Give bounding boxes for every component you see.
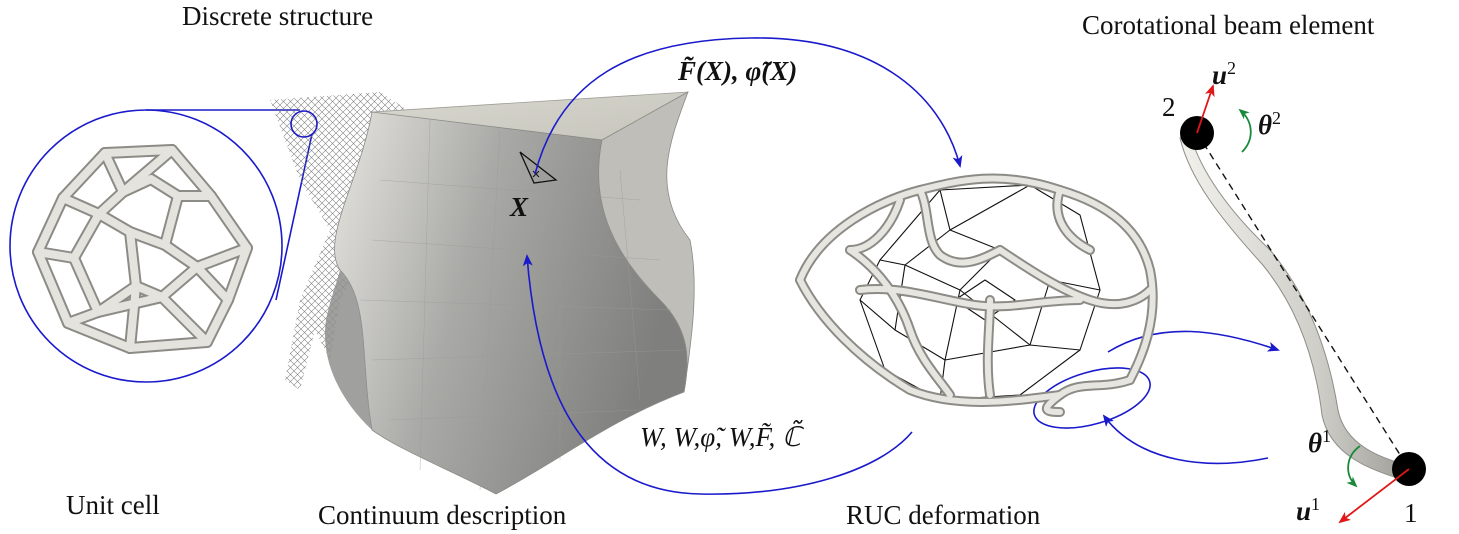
beam-chord-dashed	[1196, 132, 1410, 470]
continuum-block	[324, 91, 695, 495]
truncated-octahedron-cell	[32, 144, 253, 354]
continuum-description-title: Continuum description	[318, 500, 567, 530]
material-point-label: X	[510, 192, 529, 222]
ruc-deformed-cell	[795, 173, 1158, 417]
unit-cell-group	[9, 109, 313, 383]
discrete-structure-title: Discrete structure	[182, 1, 374, 31]
u1-vector-arrow	[1338, 468, 1410, 524]
beam-body	[1179, 133, 1411, 481]
ruc-deformation-title: RUC deformation	[846, 500, 1041, 530]
node-2-label: 2	[1162, 92, 1176, 122]
deformation-gradient-label: F̃(X), φ̃(X)	[678, 56, 798, 86]
homogenization-arrow	[522, 254, 913, 495]
upscale-arrow	[534, 37, 963, 175]
theta1-rotation-arrow	[1346, 445, 1361, 488]
node-1-label: 1	[1404, 498, 1418, 528]
homogenized-quantities-label: W, W,φ̃, W,F̃, ℂ̃	[640, 422, 801, 452]
theta1-label: θ1	[1308, 426, 1332, 458]
u2-vector-arrow	[1196, 84, 1215, 134]
corotational-beam-title: Corotational beam element	[1082, 10, 1375, 40]
u2-label: u2	[1212, 58, 1237, 90]
beam-element-arrow-to	[1107, 330, 1280, 353]
theta2-rotation-arrow	[1238, 108, 1252, 153]
u1-label: u1	[1296, 494, 1321, 526]
unit-cell-highlight-circle	[290, 110, 318, 138]
beam-element-arrow-back	[1102, 414, 1269, 465]
theta2-label: θ2	[1258, 108, 1282, 140]
block-side-face	[598, 91, 695, 393]
corotational-beam	[1179, 84, 1426, 524]
unit-cell-title: Unit cell	[66, 490, 160, 520]
ruc-reference-frame	[859, 184, 1101, 401]
strut-highlight-ellipse	[1033, 367, 1151, 429]
